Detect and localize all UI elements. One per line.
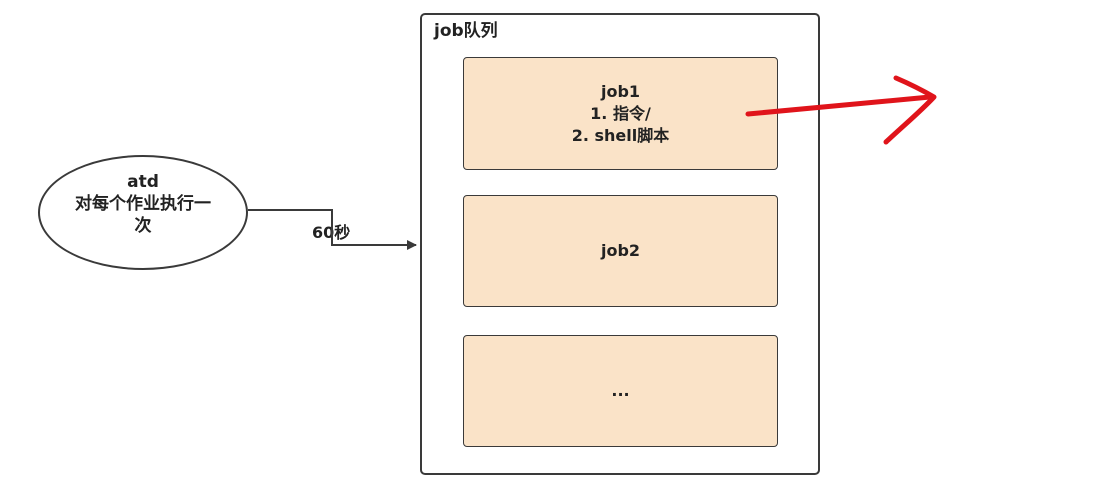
atd-description-line1: 对每个作业执行一 (75, 194, 211, 214)
job1-line-command: 1. 指令/ (590, 103, 651, 123)
job1-line-shell-script: 2. shell脚本 (571, 125, 670, 145)
atd-description-line2: 次 (134, 216, 152, 236)
job-card-job2: job2 (463, 195, 778, 307)
job-card-ellipsis: ... (463, 335, 778, 447)
red-annotation-arrowhead (883, 75, 937, 145)
red-annotation-arrow (745, 94, 933, 117)
job-ellipsis-text: ... (611, 381, 630, 400)
atd-daemon-ellipse (38, 155, 248, 270)
job-queue-title: job队列 (434, 21, 498, 41)
job-card-job1: job1 1. 指令/ 2. shell脚本 (463, 57, 778, 170)
atd-daemon-text: atd 对每个作业执行一 次 (38, 171, 248, 237)
job2-name: job2 (600, 241, 641, 260)
atd-to-queue-connector (248, 209, 417, 250)
job1-name: job1 (600, 81, 641, 101)
atd-name: atd (127, 172, 159, 192)
